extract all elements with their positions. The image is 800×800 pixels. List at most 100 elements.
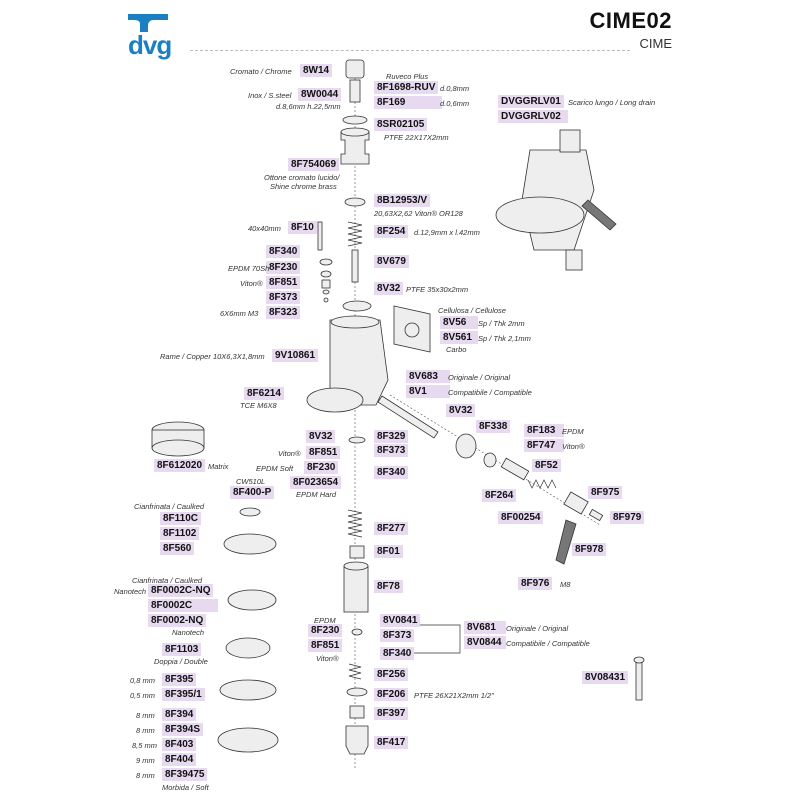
part-8F1103: 8F1103 xyxy=(162,643,202,656)
note-d08: d.0,8mm xyxy=(440,84,470,93)
part-DVGGRLV01: DVGGRLV01 xyxy=(498,95,564,108)
part-8F183: 8F183 xyxy=(524,424,564,437)
note-sp21: Sp / Thk 2,1mm xyxy=(478,334,531,343)
part-8F52: 8F52 xyxy=(532,459,561,472)
part-8F560: 8F560 xyxy=(160,542,195,555)
note-d86: d.8,6mm h.22,5mm xyxy=(276,102,341,111)
part-8F976: 8F976 xyxy=(518,577,553,590)
note-originale2: Originale / Original xyxy=(506,624,569,633)
part-8F397: 8F397 xyxy=(374,707,409,720)
note-d129: d.12,9mm x l.42mm xyxy=(414,228,480,237)
part-8F979: 8F979 xyxy=(610,511,645,524)
part-8F373-b: 8F373 xyxy=(374,444,409,457)
page-title: CIME02 xyxy=(589,8,672,33)
part-8F323: 8F323 xyxy=(266,306,301,319)
note-inox: Inox / S.steel xyxy=(248,91,292,100)
note-tce: TCE M6X8 xyxy=(240,401,277,410)
part-8F754069: 8F754069 xyxy=(288,158,340,171)
part-8F851-c: 8F851 xyxy=(308,639,343,652)
part-8SR02105: 8SR02105 xyxy=(374,118,428,131)
note-mm85: 8,5 mm xyxy=(132,741,158,750)
note-compatibile2: Compatibile / Compatible xyxy=(506,639,590,648)
part-8V56: 8V56 xyxy=(440,316,478,329)
part-8F340-b: 8F340 xyxy=(374,466,409,479)
logo-text: dvg xyxy=(128,30,172,60)
part-8V681: 8V681 xyxy=(464,621,506,634)
part-8F404: 8F404 xyxy=(162,753,197,766)
part-8F00254: 8F00254 xyxy=(498,511,544,524)
part-8V561: 8V561 xyxy=(440,331,478,344)
part-8F747: 8F747 xyxy=(524,439,564,452)
note-originale1: Originale / Original xyxy=(448,373,511,382)
note-m3: 6X6mm M3 xyxy=(220,309,259,318)
note-mm08: 0,8 mm xyxy=(130,676,156,685)
part-8F0002C: 8F0002C xyxy=(148,599,218,612)
note-sp2: Sp / Thk 2mm xyxy=(478,319,525,328)
part-8F39475: 8F39475 xyxy=(162,768,208,781)
part-8F10: 8F10 xyxy=(288,221,317,234)
part-8F329: 8F329 xyxy=(374,430,409,443)
part-8W14: 8W14 xyxy=(300,64,333,77)
note-ptfe22: PTFE 22X17X2mm xyxy=(384,133,449,142)
part-8F169: 8F169 xyxy=(374,96,442,109)
part-8F395: 8F395 xyxy=(162,673,197,686)
part-8F6214: 8F6214 xyxy=(244,387,284,400)
part-8F340-c: 8F340 xyxy=(380,647,415,660)
part-8F403: 8F403 xyxy=(162,738,197,751)
part-8F110C: 8F110C xyxy=(160,512,202,525)
note-mm9: 9 mm xyxy=(136,756,155,765)
note-mm8c: 8 mm xyxy=(136,771,155,780)
part-8F254: 8F254 xyxy=(374,225,409,238)
header-divider xyxy=(190,50,630,51)
part-8F0002-NQ: 8F0002-NQ xyxy=(148,614,207,627)
part-8F230-c: 8F230 xyxy=(308,624,343,637)
note-nanotech1: Nanotech xyxy=(114,587,147,596)
note-doppia: Doppia / Double xyxy=(154,657,208,666)
note-viton4: Viton® xyxy=(316,654,339,663)
part-8F206: 8F206 xyxy=(374,688,409,701)
part-8F340-a: 8F340 xyxy=(266,245,301,258)
part-8F851-b: 8F851 xyxy=(306,446,341,459)
part-8F400-P: 8F400-P xyxy=(230,486,275,499)
note-ottone1: Ottone cromato lucido/ xyxy=(264,173,340,182)
part-9V10861: 9V10861 xyxy=(272,349,319,362)
part-8F277: 8F277 xyxy=(374,522,409,535)
logo-icon xyxy=(128,14,168,32)
part-8F230-a: 8F230 xyxy=(266,261,301,274)
part-8V0841: 8V0841 xyxy=(380,614,421,627)
note-cromato: Cromato / Chrome xyxy=(230,67,292,76)
note-viton3: Viton® xyxy=(278,449,301,458)
part-8F264: 8F264 xyxy=(482,489,517,502)
page-subtitle: CIME xyxy=(639,36,673,51)
part-8F395-1: 8F395/1 xyxy=(162,688,205,701)
part-DVGGRLV02: DVGGRLV02 xyxy=(498,110,568,123)
note-epdmhard: EPDM Hard xyxy=(296,490,337,499)
part-8V32-b: 8V32 xyxy=(446,404,476,417)
part-8F023654: 8F023654 xyxy=(290,476,342,489)
note-ruveco: Ruveco Plus xyxy=(386,72,429,81)
part-8F394S: 8F394S xyxy=(162,723,204,736)
note-cw510l: CW510L xyxy=(236,477,266,486)
note-viton2: Viton® xyxy=(562,442,585,451)
part-8F01: 8F01 xyxy=(374,545,403,558)
note-morbida: Morbida / Soft xyxy=(162,783,209,792)
note-nanotech2: Nanotech xyxy=(172,628,205,637)
note-ottone2: Shine chrome brass xyxy=(270,182,337,191)
note-cianfrinata2: Cianfrinata / Caulked xyxy=(132,576,203,585)
note-compatibile1: Compatibile / Compatible xyxy=(448,388,532,397)
note-epdm1: EPDM xyxy=(562,427,584,436)
part-8F975: 8F975 xyxy=(588,486,623,499)
note-carbo: Carbo xyxy=(446,345,467,354)
part-8V32-a: 8V32 xyxy=(374,282,404,295)
part-8F373-c: 8F373 xyxy=(380,629,415,642)
note-epdmsoft: EPDM Soft xyxy=(256,464,294,473)
part-8F612020: 8F612020 xyxy=(154,459,206,472)
note-m8: M8 xyxy=(560,580,571,589)
note-oring20: 20,63X2,62 Viton® OR128 xyxy=(374,209,463,218)
part-8F256: 8F256 xyxy=(374,668,409,681)
part-8F78: 8F78 xyxy=(374,580,403,593)
part-8F851-a: 8F851 xyxy=(266,276,301,289)
note-cianfrinata1: Cianfrinata / Caulked xyxy=(134,502,205,511)
note-scarico: Scarico lungo / Long drain xyxy=(568,98,656,107)
